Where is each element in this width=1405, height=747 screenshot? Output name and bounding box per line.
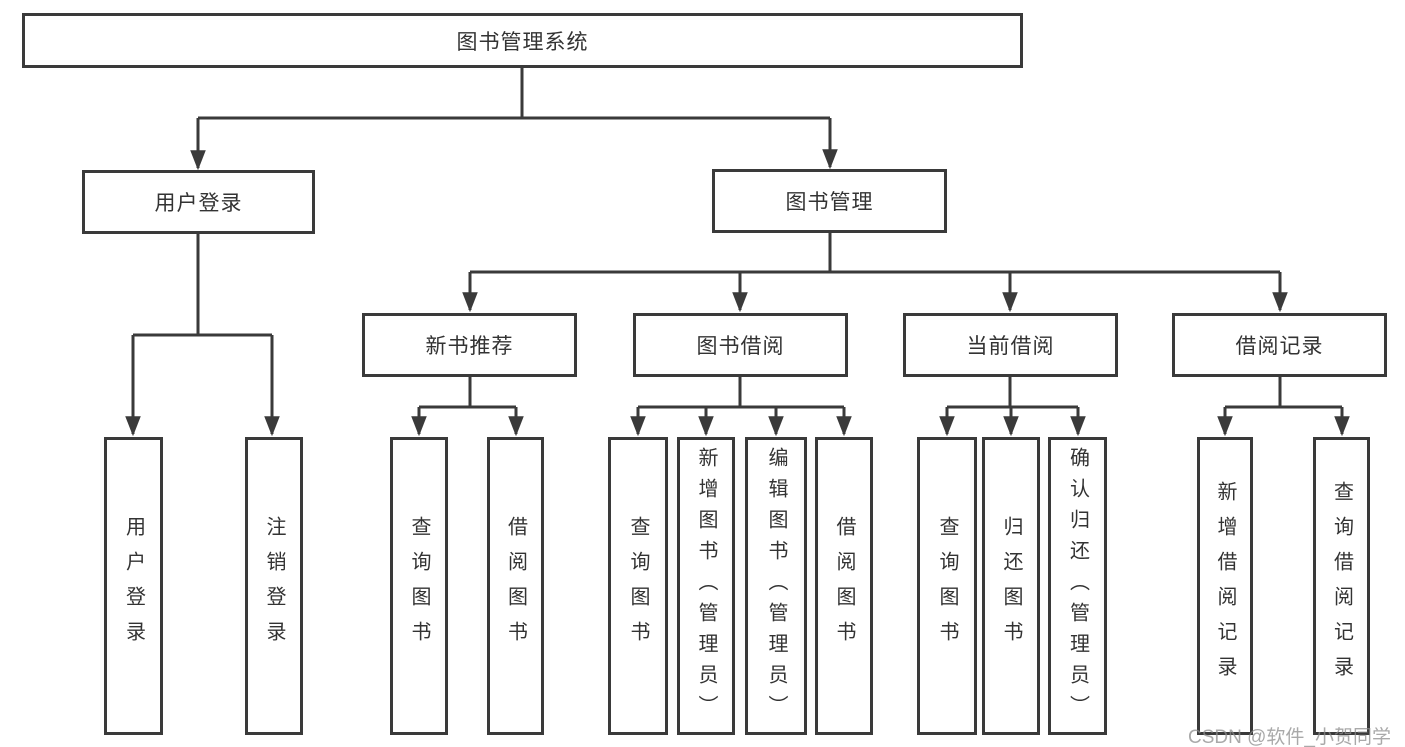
node-new-book-recommend: 新书推荐 [362,313,577,377]
leaf-add-borrow-record: 新增借阅记录 [1197,437,1253,735]
leaf-query-borrow-record: 查询借阅记录 [1313,437,1370,735]
leaf-query-books-borrow: 查询图书 [608,437,668,735]
leaf-add-borrow-record-label: 新增借阅记录 [1214,481,1236,691]
leaf-confirm-return-admin: 确认归还（管理员） [1048,437,1107,735]
leaf-logout-label: 注销登录 [263,516,285,656]
node-root: 图书管理系统 [22,13,1023,68]
node-user-login-label: 用户登录 [154,192,243,215]
leaf-return-book: 归还图书 [982,437,1040,735]
leaf-user-login: 用户登录 [104,437,163,735]
node-current-borrow-label: 当前借阅 [966,335,1055,358]
node-new-book-recommend-label: 新书推荐 [425,335,514,358]
connector-lines [133,68,1342,409]
leaf-query-books-current-label: 查询图书 [936,516,958,656]
node-current-borrow: 当前借阅 [903,313,1118,377]
leaf-add-book-admin-label: 新增图书（管理员） [695,446,717,726]
node-borrow-records: 借阅记录 [1172,313,1387,377]
leaf-query-books-recommend-label: 查询图书 [408,516,430,656]
leaf-query-books-current: 查询图书 [917,437,977,735]
leaf-confirm-return-admin-label: 确认归还（管理员） [1066,446,1089,726]
csdn-watermark: CSDN @软件_小贺同学 [1188,727,1391,747]
leaf-edit-book-admin: 编辑图书（管理员） [745,437,807,735]
leaf-query-borrow-record-label: 查询借阅记录 [1330,481,1353,691]
leaf-borrow-books: 借阅图书 [815,437,873,735]
leaf-query-books-recommend: 查询图书 [390,437,448,735]
node-root-label: 图书管理系统 [456,30,589,54]
leaf-edit-book-admin-label: 编辑图书（管理员） [765,446,787,726]
leaf-logout: 注销登录 [245,437,303,735]
leaf-user-login-label: 用户登录 [122,516,145,656]
node-book-management-label: 图书管理 [785,191,874,214]
node-user-login: 用户登录 [82,170,315,234]
leaf-borrow-books-recommend: 借阅图书 [487,437,544,735]
leaf-borrow-books-label: 借阅图书 [833,516,855,656]
leaf-add-book-admin: 新增图书（管理员） [677,437,735,735]
leaf-query-books-borrow-label: 查询图书 [627,516,649,656]
node-book-management: 图书管理 [712,169,947,233]
node-book-borrow-label: 图书借阅 [696,335,785,358]
leaf-borrow-books-recommend-label: 借阅图书 [504,516,527,656]
node-borrow-records-label: 借阅记录 [1235,335,1324,358]
node-book-borrow: 图书借阅 [633,313,848,377]
leaf-return-book-label: 归还图书 [1000,516,1022,656]
